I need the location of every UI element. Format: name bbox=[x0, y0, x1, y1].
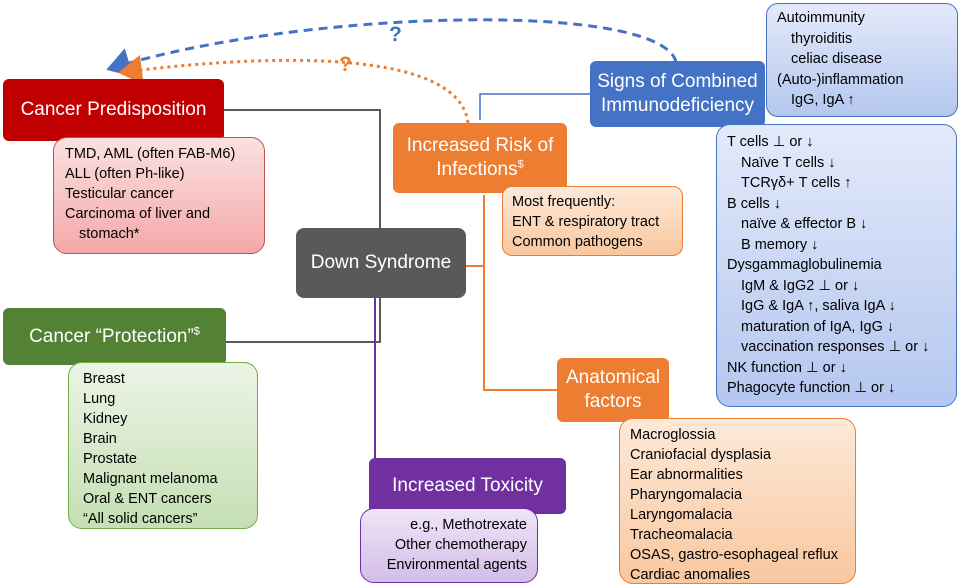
infections-header: Increased Risk of Infections$ bbox=[393, 123, 567, 193]
list-item: Macroglossia bbox=[630, 427, 716, 443]
toxicity-list: e.g., Methotrexate Other chemotherapy En… bbox=[360, 508, 538, 583]
infections-title-line2: Infections$ bbox=[436, 158, 524, 180]
question-mark-blue: ? bbox=[389, 23, 402, 46]
list-item: thyroiditis bbox=[791, 30, 853, 47]
list-item: Environmental agents bbox=[386, 557, 527, 573]
connector-immunodeficiency bbox=[479, 93, 590, 120]
cancer-protection-list: Breast Lung Kidney Brain Prostate Malign… bbox=[68, 362, 258, 529]
list-item: IgM & IgG2 ⊥ or ↓ bbox=[741, 277, 860, 294]
list-item: “All solid cancers” bbox=[83, 511, 198, 527]
list-item: celiac disease bbox=[791, 51, 883, 67]
list-item: Other chemotherapy bbox=[394, 537, 527, 553]
toxicity-header: Increased Toxicity bbox=[369, 458, 566, 514]
list-item: Dysgammaglobulinemia bbox=[727, 257, 882, 273]
down-syndrome-node: Down Syndrome bbox=[296, 228, 466, 298]
list-item: TCRγδ+ T cells ↑ bbox=[741, 175, 852, 191]
list-item: Oral & ENT cancers bbox=[83, 491, 212, 507]
anatomical-header: Anatomical factors bbox=[557, 358, 669, 422]
anatomical-title-line1: Anatomical bbox=[566, 367, 660, 389]
list-item: e.g., Methotrexate bbox=[410, 517, 527, 533]
list-item: Kidney bbox=[83, 411, 128, 427]
list-item: ALL (often Ph-like) bbox=[65, 166, 185, 182]
list-item: Common pathogens bbox=[512, 234, 643, 250]
list-item: Breast bbox=[83, 371, 125, 387]
down-syndrome-title: Down Syndrome bbox=[310, 252, 452, 274]
cancer-protection-title: Cancer “Protection”$ bbox=[29, 325, 200, 347]
toxicity-title: Increased Toxicity bbox=[392, 475, 543, 497]
immunodeficiency-title-line1: Signs of Combined bbox=[597, 71, 758, 93]
immunodeficiency-header: Signs of Combined Immunodeficiency bbox=[590, 61, 765, 127]
list-item: IgG, IgA ↑ bbox=[791, 92, 855, 108]
list-item: Prostate bbox=[83, 451, 137, 467]
connector-infections bbox=[466, 195, 485, 267]
list-item: T cells ⊥ or ↓ bbox=[727, 134, 814, 150]
list-item: Lung bbox=[83, 391, 116, 407]
list-item: Tracheomalacia bbox=[630, 527, 733, 543]
cancer-predisposition-list: TMD, AML (often FAB-M6) ALL (often Ph-li… bbox=[53, 137, 265, 254]
autoimmunity-list: Autoimmunity thyroiditis celiac disease … bbox=[766, 3, 958, 117]
list-item: Ear abnormalities bbox=[630, 467, 743, 483]
anatomical-title-line2: factors bbox=[584, 391, 642, 412]
list-item: OSAS, gastro-esophageal reflux bbox=[630, 547, 838, 563]
immunodeficiency-details-list: T cells ⊥ or ↓ Naïve T cells ↓ TCRγδ+ T … bbox=[716, 124, 957, 407]
list-item: Craniofacial dysplasia bbox=[630, 447, 772, 463]
list-item: Pharyngomalacia bbox=[630, 487, 743, 503]
list-item: Naïve T cells ↓ bbox=[741, 154, 836, 171]
dotted-arrow-orange bbox=[118, 54, 470, 124]
list-item: IgG & IgA ↑, saliva IgA ↓ bbox=[741, 298, 896, 314]
list-item: stomach* bbox=[79, 226, 140, 242]
immunodeficiency-title-line2: Immunodeficiency bbox=[600, 95, 755, 116]
cancer-protection-header: Cancer “Protection”$ bbox=[3, 308, 226, 365]
cancer-predisposition-title: Cancer Predisposition bbox=[20, 99, 207, 121]
list-item: B cells ↓ bbox=[727, 195, 781, 212]
list-item: naïve & effector B ↓ bbox=[741, 216, 868, 232]
list-item: B memory ↓ bbox=[741, 236, 819, 253]
list-item: Autoimmunity bbox=[777, 10, 865, 26]
list-item: vaccination responses ⊥ or ↓ bbox=[741, 339, 930, 355]
list-item: (Auto-)inflammation bbox=[777, 71, 904, 88]
connector-protection bbox=[226, 296, 381, 343]
list-item: NK function ⊥ or ↓ bbox=[727, 359, 847, 376]
list-item: TMD, AML (often FAB-M6) bbox=[65, 146, 236, 162]
list-item: Testicular cancer bbox=[65, 186, 174, 202]
list-item: Most frequently: bbox=[512, 194, 616, 210]
list-item: Carcinoma of liver and bbox=[65, 206, 211, 222]
cancer-predisposition-header: Cancer Predisposition bbox=[3, 79, 224, 141]
connector-predisposition bbox=[224, 109, 381, 250]
list-item: Malignant melanoma bbox=[83, 471, 218, 487]
question-mark-orange: ? bbox=[339, 53, 352, 76]
dashed-arrow-blue bbox=[106, 18, 678, 78]
list-item: maturation of IgA, IgG ↓ bbox=[741, 318, 895, 335]
list-item: Brain bbox=[83, 431, 117, 447]
list-item: Phagocyte function ⊥ or ↓ bbox=[727, 380, 896, 396]
list-item: ENT & respiratory tract bbox=[512, 214, 660, 230]
connector-anatomical bbox=[483, 266, 557, 391]
infections-title-line1: Increased Risk of bbox=[406, 135, 554, 157]
infections-list: Most frequently: ENT & respiratory tract… bbox=[502, 186, 683, 256]
anatomical-list: Macroglossia Craniofacial dysplasia Ear … bbox=[619, 418, 856, 584]
list-item: Laryngomalacia bbox=[630, 507, 733, 523]
list-item: Cardiac anomalies bbox=[630, 567, 751, 583]
